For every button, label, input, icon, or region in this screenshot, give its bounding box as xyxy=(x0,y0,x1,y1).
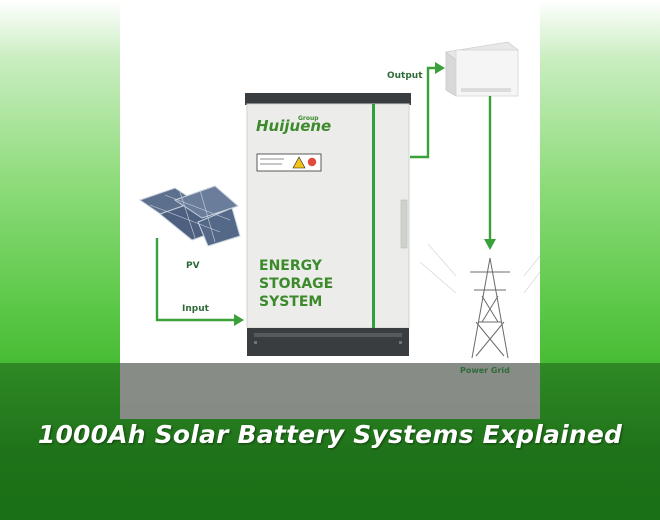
inverter-icon xyxy=(445,41,519,97)
image-panel-shade xyxy=(120,363,540,419)
cabinet-title-line2: STORAGE xyxy=(259,276,333,292)
brand-group: Group xyxy=(298,115,319,122)
brand-logo: Huijuene xyxy=(256,117,331,135)
no-symbol-icon xyxy=(307,157,317,167)
energy-storage-cabinet xyxy=(245,93,411,356)
page-headline: 1000Ah Solar Battery Systems Explained xyxy=(37,420,623,449)
cabinet-title-line1: ENERGY xyxy=(259,258,323,274)
grid-arrow xyxy=(484,96,496,250)
input-arrow xyxy=(155,238,244,326)
pv-label: PV xyxy=(186,261,200,271)
output-label: Output xyxy=(387,71,423,81)
output-arrow xyxy=(410,62,445,159)
warning-icon xyxy=(292,156,306,169)
power-pylon-icon xyxy=(419,243,540,359)
solar-panels-icon xyxy=(138,185,241,247)
power-grid-label: Power Grid xyxy=(460,366,510,375)
cabinet-title-line3: SYSTEM xyxy=(259,294,322,310)
input-label: Input xyxy=(182,304,210,314)
energy-storage-diagram: PV Input Huijuene Group ENERGY STORAGE S… xyxy=(138,41,540,375)
